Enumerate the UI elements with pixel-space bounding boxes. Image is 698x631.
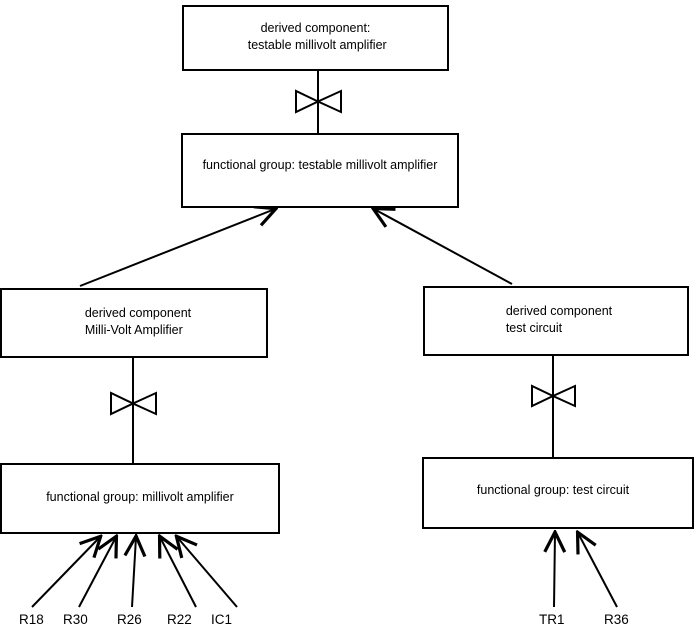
leaf-arrows-left-group [31, 537, 238, 608]
node-right-derived-line1: derived component [505, 304, 613, 318]
node-right-derived-component[interactable]: derived component test circuit [423, 286, 689, 356]
node-top-derived-line1: derived component: [260, 21, 371, 35]
bowtie-refinement-icon [531, 384, 576, 408]
node-left-functional-group[interactable]: functional group: millivolt amplifier [0, 463, 280, 534]
leaf-arrow-r36 [578, 533, 618, 608]
bowtie-refinement-icon [110, 391, 157, 416]
connector-top-derived-to-top-fg [295, 71, 342, 133]
node-right-derived-component-label: derived component test circuit [506, 303, 612, 337]
leaf-arrow-tr1 [554, 533, 555, 608]
leaf-label-r36[interactable]: R36 [604, 612, 629, 627]
node-left-functional-group-label: functional group: millivolt amplifier [46, 489, 234, 504]
leaf-arrows-right-group [554, 533, 618, 608]
node-right-derived-line2: test circuit [505, 321, 563, 335]
node-top-derived-component[interactable]: derived component: testable millivolt am… [182, 5, 449, 71]
leaf-label-tr1[interactable]: TR1 [539, 612, 565, 627]
leaf-label-r18[interactable]: R18 [19, 612, 44, 627]
node-right-functional-group-label: functional group: test circuit [476, 483, 630, 497]
leaf-arrow-r22 [160, 537, 197, 608]
leaf-arrow-r26 [132, 537, 136, 608]
leaf-arrow-ic1 [177, 537, 238, 608]
connector-left-derived-to-top-fg [79, 209, 275, 287]
leaf-label-ic1[interactable]: IC1 [211, 612, 233, 627]
bowtie-refinement-icon [295, 89, 342, 114]
connector-right-derived-to-right-fg [531, 356, 576, 457]
leaf-label-r26[interactable]: R26 [117, 612, 142, 627]
node-top-derived-component-label: derived component: testable millivolt am… [244, 20, 387, 54]
leaf-arrow-r18 [31, 537, 100, 608]
node-left-derived-line2: Milli-Volt Amplifier [84, 323, 183, 337]
leaf-arrow-r30 [78, 537, 116, 608]
node-top-functional-group-label: functional group: testable millivolt amp… [202, 157, 438, 172]
node-top-functional-group[interactable]: functional group: testable millivolt amp… [181, 133, 459, 208]
connector-left-derived-to-left-fg [110, 358, 157, 463]
node-right-functional-group[interactable]: functional group: test circuit [422, 457, 694, 529]
node-top-derived-line2: testable millivolt amplifier [244, 38, 387, 52]
node-left-derived-line1: derived component [84, 306, 192, 320]
leaf-label-r22[interactable]: R22 [167, 612, 192, 627]
connector-right-derived-to-top-fg [374, 209, 513, 285]
leaf-label-r30[interactable]: R30 [63, 612, 88, 627]
